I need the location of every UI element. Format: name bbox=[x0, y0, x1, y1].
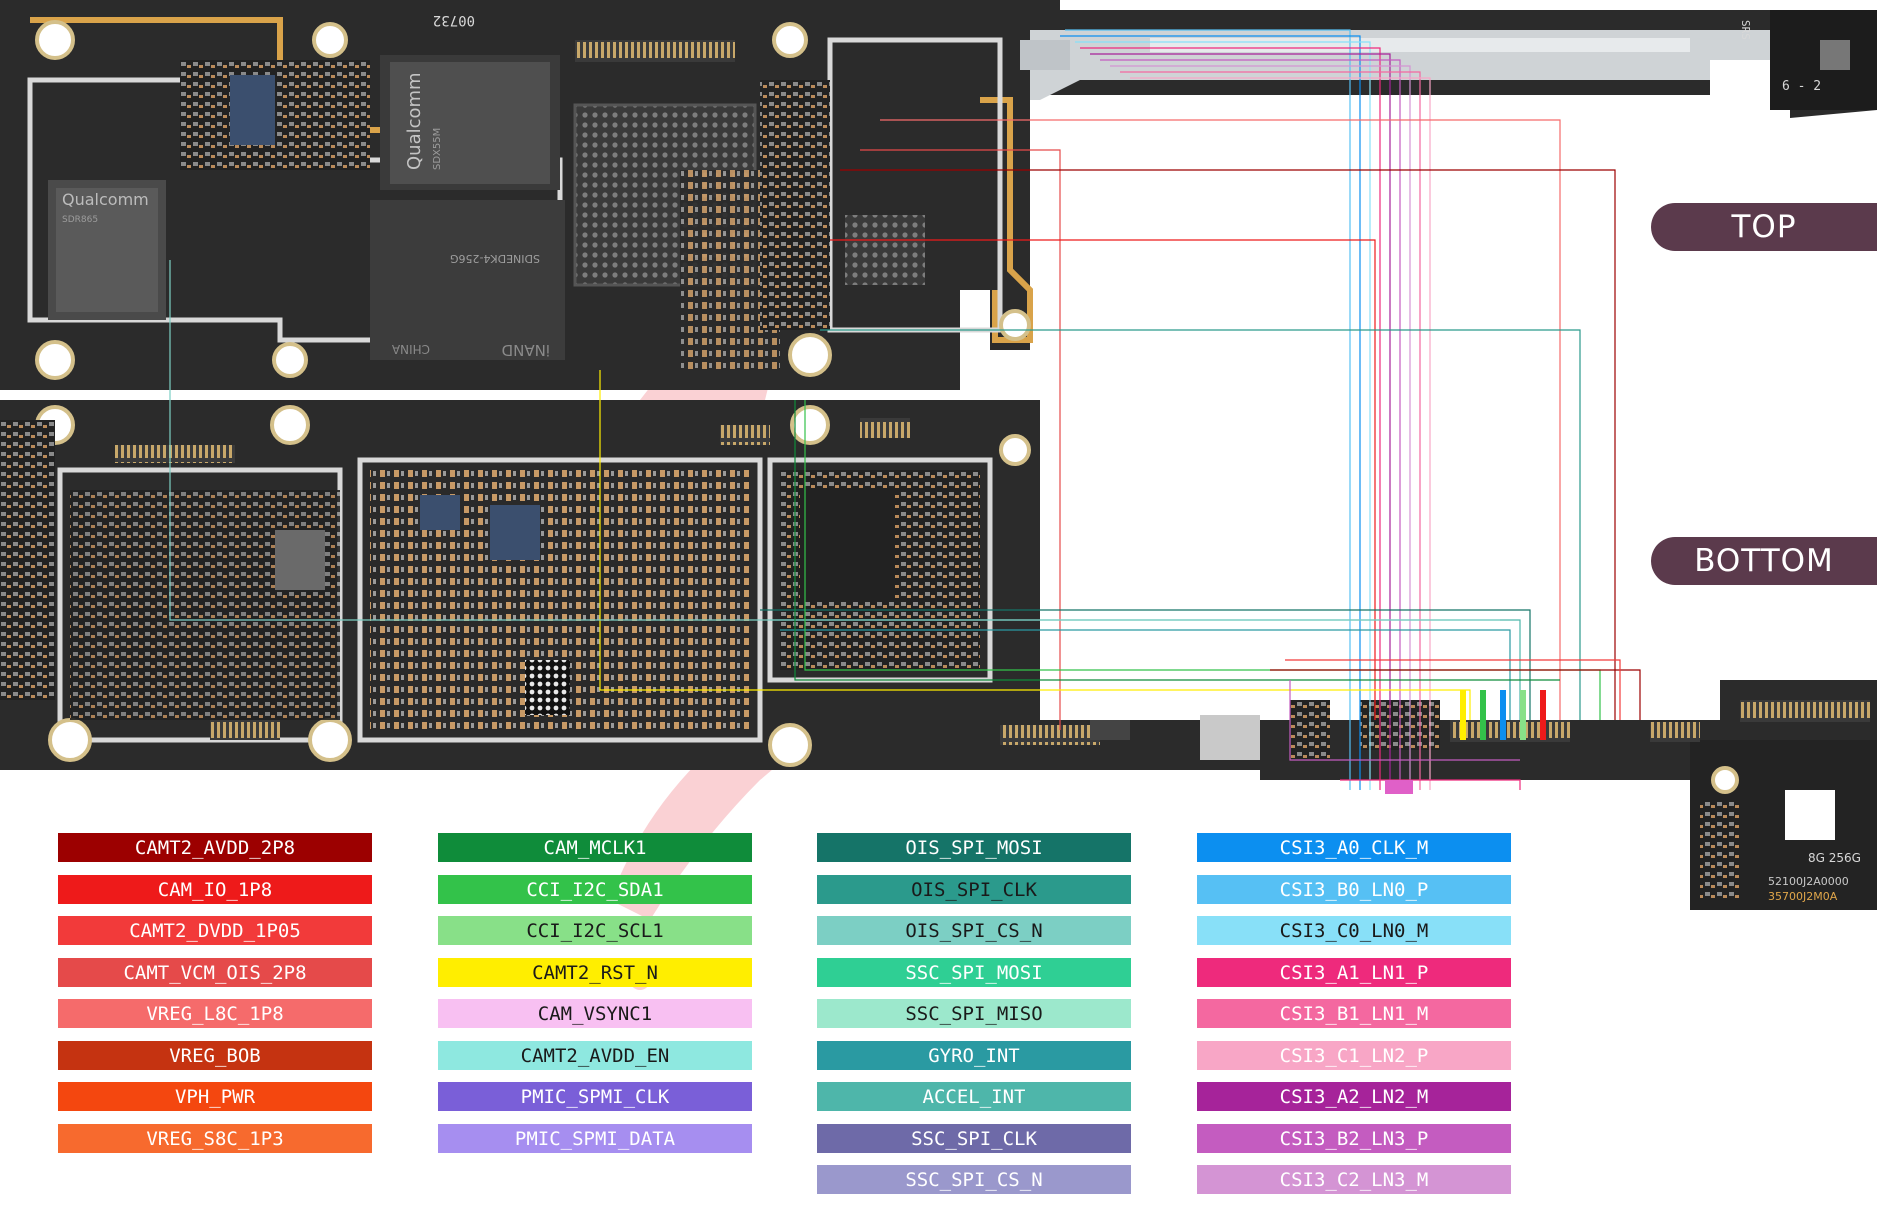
svg-text:SDR865: SDR865 bbox=[62, 215, 98, 225]
svg-text:iNAND: iNAND bbox=[502, 341, 550, 359]
chip-sdx55m: Qualcomm SDX55M bbox=[380, 55, 560, 190]
chip-memory: SDINEDK4-256G iNAND CHINA bbox=[370, 200, 565, 360]
legend-item-vph-pwr: VPH_PWR bbox=[58, 1082, 372, 1111]
legend-item-csi3-b1-ln1-m: CSI3_B1_LN1_M bbox=[1197, 999, 1511, 1028]
legend-item-camt2-dvdd-1p05: CAMT2_DVDD_1P05 bbox=[58, 916, 372, 945]
legend-item-csi3-a2-ln2-m: CSI3_A2_LN2_M bbox=[1197, 1082, 1511, 1111]
svg-text:CHINA: CHINA bbox=[391, 342, 430, 356]
svg-text:SDINEDK4-256G: SDINEDK4-256G bbox=[450, 252, 540, 265]
legend-item-csi3-b2-ln3-p: CSI3_B2_LN3_P bbox=[1197, 1124, 1511, 1153]
legend-item-vreg-l8c-1p8: VREG_L8C_1P8 bbox=[58, 999, 372, 1028]
side-label-top: TOP bbox=[1651, 203, 1877, 251]
board-id-label: 00732 bbox=[433, 12, 475, 28]
legend-item-cam-vsync1: CAM_VSYNC1 bbox=[438, 999, 752, 1028]
legend-item-ois-spi-mosi: OIS_SPI_MOSI bbox=[817, 833, 1131, 862]
legend-item-ois-spi-cs-n: OIS_SPI_CS_N bbox=[817, 916, 1131, 945]
pin-highlights bbox=[1385, 690, 1546, 794]
legend-item-csi3-a1-ln1-p: CSI3_A1_LN1_P bbox=[1197, 958, 1511, 987]
storage-label: 8G 256G bbox=[1808, 851, 1861, 865]
storage-code-1: 52100J2A0000 bbox=[1768, 875, 1849, 888]
legend-item-ssc-spi-mosi: SSC_SPI_MOSI bbox=[817, 958, 1131, 987]
legend-item-csi3-c1-ln2-p: CSI3_C1_LN2_P bbox=[1197, 1041, 1511, 1070]
svg-text:SDX55M: SDX55M bbox=[432, 128, 443, 170]
chip-sdr865: Qualcomm SDR865 bbox=[48, 180, 166, 320]
legend-item-csi3-b0-ln0-p: CSI3_B0_LN0_P bbox=[1197, 875, 1511, 904]
legend-item-csi3-c2-ln3-m: CSI3_C2_LN3_M bbox=[1197, 1165, 1511, 1194]
chip-pmic-top bbox=[845, 215, 925, 285]
legend-item-ois-spi-clk: OIS_SPI_CLK bbox=[817, 875, 1131, 904]
legend-item-gyro-int: GYRO_INT bbox=[817, 1041, 1131, 1070]
legend-item-camt2-rst-n: CAMT2_RST_N bbox=[438, 958, 752, 987]
component-areas bbox=[0, 60, 1835, 900]
legend-item-csi3-c0-ln0-m: CSI3_C0_LN0_M bbox=[1197, 916, 1511, 945]
legend-item-accel-int: ACCEL_INT bbox=[817, 1082, 1131, 1111]
legend-item-cci-i2c-scl1: CCI_I2C_SCL1 bbox=[438, 916, 752, 945]
legend-item-cci-i2c-sda1: CCI_I2C_SDA1 bbox=[438, 875, 752, 904]
svg-text:Qualcomm: Qualcomm bbox=[62, 190, 149, 209]
svg-text:Qualcomm: Qualcomm bbox=[404, 72, 425, 170]
legend-item-pmic-spmi-data: PMIC_SPMI_DATA bbox=[438, 1124, 752, 1153]
legend-item-ssc-spi-miso: SSC_SPI_MISO bbox=[817, 999, 1131, 1028]
mounting-holes bbox=[35, 20, 1739, 794]
legend-item-cam-mclk1: CAM_MCLK1 bbox=[438, 833, 752, 862]
legend-item-cam-io-1p8: CAM_IO_1P8 bbox=[58, 875, 372, 904]
legend-item-csi3-a0-clk-m: CSI3_A0_CLK_M bbox=[1197, 833, 1511, 862]
legend-item-pmic-spmi-clk: PMIC_SPMI_CLK bbox=[438, 1082, 752, 1111]
legend-item-vreg-s8c-1p3: VREG_S8C_1P3 bbox=[58, 1124, 372, 1153]
storage-code-2: 35700J2M0A bbox=[1768, 890, 1838, 903]
legend-item-ssc-spi-cs-n: SSC_SPI_CS_N bbox=[817, 1165, 1131, 1194]
corner-code-2: SRS bbox=[1739, 20, 1752, 40]
corner-code-1: 6 - 2 bbox=[1782, 79, 1821, 94]
side-label-bottom: BOTTOM bbox=[1651, 537, 1877, 585]
legend-item-camt-vcm-ois-2p8: CAMT_VCM_OIS_2P8 bbox=[58, 958, 372, 987]
legend-item-ssc-spi-clk: SSC_SPI_CLK bbox=[817, 1124, 1131, 1153]
legend-item-vreg-bob: VREG_BOB bbox=[58, 1041, 372, 1070]
legend-item-camt2-avdd-2p8: CAMT2_AVDD_2P8 bbox=[58, 833, 372, 862]
legend-item-camt2-avdd-en: CAMT2_AVDD_EN bbox=[438, 1041, 752, 1070]
